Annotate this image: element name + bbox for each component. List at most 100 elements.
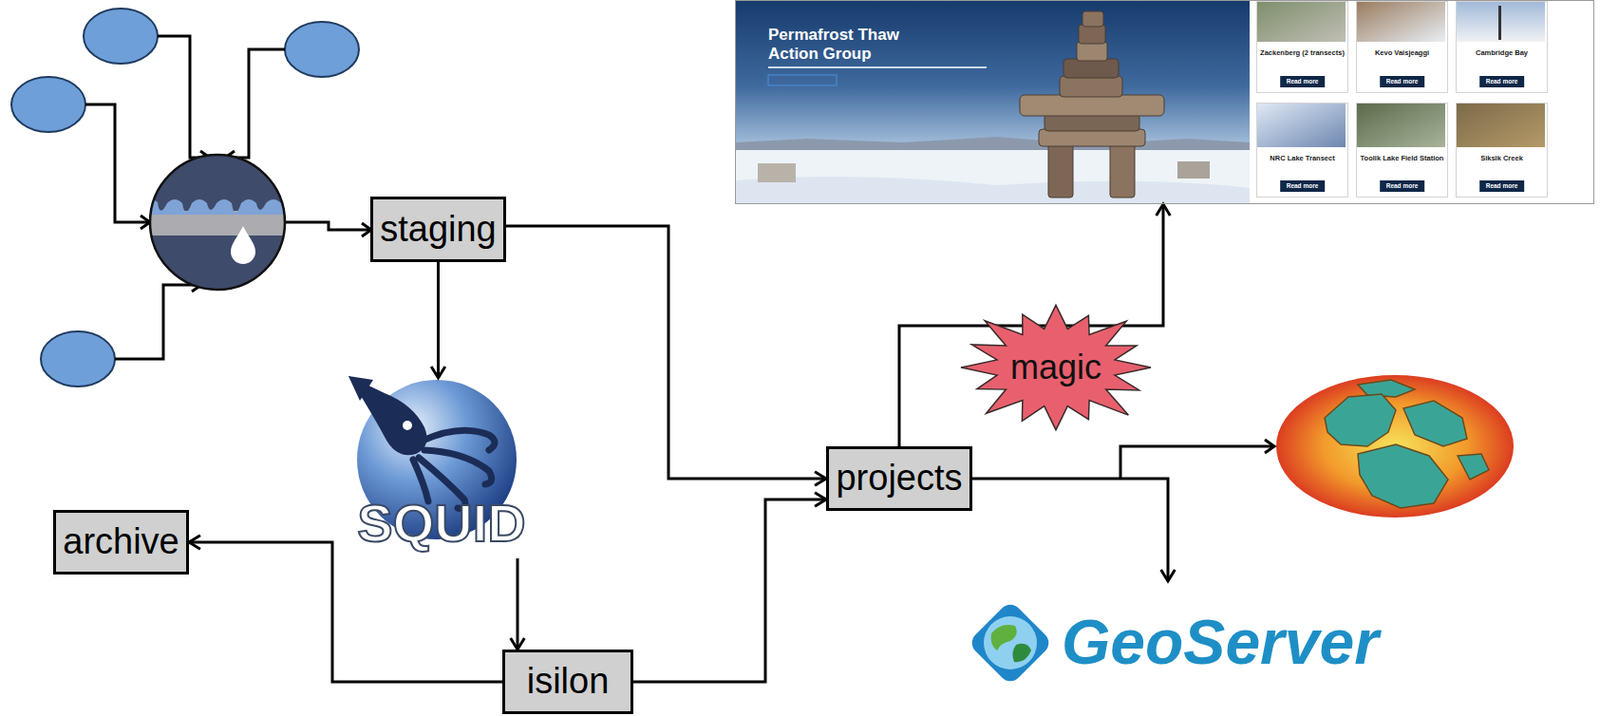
- feed-lines: [85, 36, 372, 359]
- squid-logo-art: [422, 430, 495, 451]
- website-screenshot-art: [1454, 0, 1547, 93]
- permafrost-icon: [150, 154, 285, 290]
- globe-branch-line: [1120, 439, 1275, 479]
- card-button: Read more: [1280, 180, 1326, 192]
- website-screenshot: Permafrost Thaw Action GroupZackenberg (…: [734, 0, 1595, 205]
- box-label: projects: [835, 457, 962, 500]
- website-screenshot-art: [1078, 24, 1106, 44]
- storage-box: staging: [370, 196, 507, 263]
- website-screenshot-art: [757, 163, 796, 183]
- website-screenshot-art: [1044, 113, 1140, 132]
- storage-box: isilon: [502, 649, 634, 715]
- connector: [899, 204, 1170, 447]
- connector: [188, 535, 503, 682]
- arrow-head: [814, 471, 827, 487]
- site-card: Cambridge BayRead more: [1455, 0, 1548, 94]
- edge-label: magic: [1010, 347, 1102, 387]
- logo-wordmark: SQUID: [341, 493, 542, 553]
- site-card: Siksik CreekRead more: [1455, 102, 1548, 198]
- arrow-head: [431, 366, 446, 378]
- website-screenshot-art: [1255, 101, 1348, 197]
- feed-lines: [85, 104, 151, 223]
- card-button: Read more: [1280, 75, 1326, 88]
- connector: [431, 262, 446, 378]
- website-screenshot-art: [1076, 41, 1108, 61]
- box-label: isilon: [527, 660, 610, 703]
- website-screenshot-art: [1019, 94, 1165, 116]
- box-label: staging: [379, 208, 497, 251]
- connector-line: [436, 262, 440, 378]
- feed-lines: [140, 215, 151, 229]
- card-button: Read more: [1379, 75, 1426, 88]
- permafrost-icon: [142, 151, 295, 295]
- website-screenshot-art: [735, 0, 1250, 157]
- geoserver-logo: GeoServer: [959, 581, 1389, 705]
- site-card: Kevo VaisjeaggiRead more: [1355, 0, 1449, 94]
- card-button: Read more: [1479, 75, 1525, 88]
- connector-line: [972, 478, 1168, 582]
- website-screenshot-art: [735, 176, 1250, 204]
- globe-picture: [1457, 453, 1489, 480]
- card-button: Read more: [1379, 180, 1426, 192]
- website-screenshot-art: [1019, 11, 1165, 198]
- arrow-head: [814, 492, 827, 508]
- squid-logo: SQUID: [341, 377, 542, 559]
- box-label: archive: [62, 521, 180, 564]
- card-title: NRC Lake Transect: [1260, 154, 1345, 164]
- geoserver-icon: [967, 600, 1055, 687]
- website-screenshot-art: [1059, 75, 1123, 97]
- website-screenshot-art: [1498, 5, 1502, 40]
- globe-picture: [1276, 375, 1514, 518]
- permafrost-icon: [142, 151, 295, 295]
- website-screenshot-art: [1454, 101, 1547, 197]
- squid-logo-art: [402, 420, 413, 431]
- connector-line: [899, 204, 1164, 447]
- squid-logo-art: [348, 376, 428, 455]
- connector-line: [188, 542, 503, 682]
- storage-box: projects: [826, 446, 973, 511]
- globe-picture: [1357, 444, 1449, 509]
- globe-picture: [1276, 375, 1514, 518]
- connector-line: [633, 499, 827, 682]
- connector: [972, 478, 1175, 582]
- arrow-head: [510, 638, 526, 650]
- feed-lines: [114, 284, 202, 359]
- connector: [506, 225, 827, 486]
- website-screenshot-art: [768, 66, 987, 69]
- source-ellipses: [40, 331, 115, 387]
- globe-picture: [1324, 379, 1489, 509]
- website-screenshot-art: [1456, 0, 1545, 42]
- globe-picture: [1403, 400, 1468, 447]
- source-ellipses: [11, 76, 86, 132]
- storage-box: archive: [53, 509, 189, 575]
- card-title: Toolik Lake Field Station: [1359, 154, 1445, 164]
- card-title: Zackenberg (2 transects): [1260, 49, 1345, 58]
- website-screenshot-art: [1355, 101, 1448, 197]
- website-screenshot-art: [1257, 0, 1346, 42]
- website-screenshot-art: [1038, 129, 1146, 147]
- website-screenshot-art: [1063, 58, 1119, 78]
- feed-lines: [225, 49, 285, 158]
- permafrost-icon: [230, 225, 256, 264]
- page-headline: Permafrost Thaw Action Group: [768, 25, 921, 63]
- website-screenshot-art: [1456, 103, 1545, 148]
- source-ellipses: [284, 21, 359, 77]
- starburst-label: magic: [959, 303, 1153, 432]
- website-screenshot-art: [734, 0, 1595, 205]
- permafrost-icon: [142, 199, 295, 215]
- source-ellipses: [11, 8, 359, 387]
- site-card: NRC Lake TransectRead more: [1256, 102, 1349, 198]
- connector-line: [516, 558, 520, 650]
- website-screenshot-art: [1356, 0, 1446, 42]
- card-title: Cambridge Bay: [1459, 49, 1544, 58]
- geoserver-icon: [983, 616, 1037, 670]
- website-screenshot-art: [1177, 161, 1210, 179]
- feed-lines: [157, 36, 210, 158]
- website-screenshot-art: [1255, 0, 1547, 197]
- arrow-head: [1156, 204, 1171, 216]
- card-title: Kevo Vaisjeaggi: [1359, 49, 1445, 58]
- source-ellipses: [83, 8, 158, 64]
- connector: [633, 492, 827, 682]
- website-screenshot-art: [1356, 103, 1446, 148]
- arrow-head: [188, 535, 201, 550]
